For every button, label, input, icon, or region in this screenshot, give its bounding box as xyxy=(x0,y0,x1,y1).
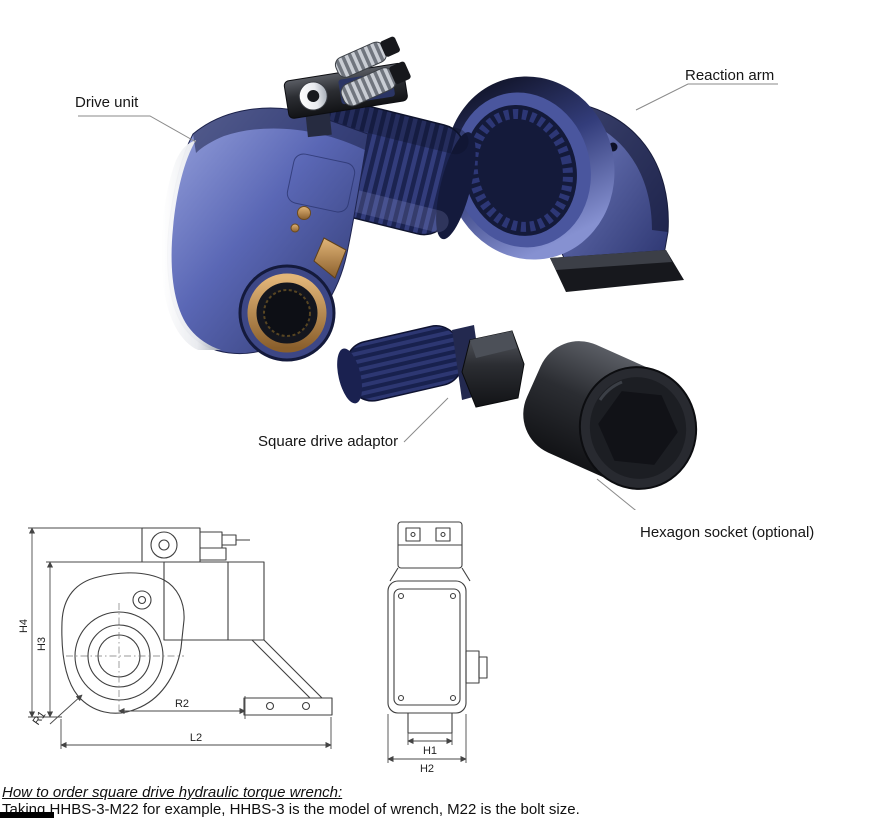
dim-label-l2: L2 xyxy=(190,732,202,744)
exploded-view xyxy=(78,36,778,510)
hexagon-socket-leader xyxy=(596,478,637,510)
front-view-outline xyxy=(387,521,488,734)
side-view-outline xyxy=(61,527,333,716)
brass-pawl xyxy=(313,237,347,279)
pivot-circle xyxy=(132,590,152,610)
drive-unit-leader xyxy=(78,115,197,143)
coupler-assembly xyxy=(141,527,250,563)
reaction-arm xyxy=(445,76,684,292)
square-drive-adaptor xyxy=(337,325,525,408)
drive-unit-side-plate xyxy=(161,140,221,350)
h2-extension-lines xyxy=(387,714,467,763)
drive-bore-splines xyxy=(263,289,311,337)
reaction-arm-foot-top xyxy=(550,250,672,270)
reaction-arm-label: Reaction arm xyxy=(685,67,775,84)
square-drive-adaptor-label: Square drive adaptor xyxy=(258,433,399,450)
callout-leader-lines xyxy=(78,83,778,510)
adaptor-leader xyxy=(403,397,449,443)
dim-label-h2: H2 xyxy=(420,763,434,775)
cropped-table-corner xyxy=(0,812,54,818)
hexagon-socket xyxy=(523,341,698,490)
socket-highlight xyxy=(598,380,623,401)
h4-extension-lines xyxy=(28,527,142,718)
dim-label-h4: H4 xyxy=(18,619,30,633)
dim-label-h1: H1 xyxy=(423,745,437,757)
side-view-dimensions: H4 H3 R1 R2 L2 xyxy=(18,527,332,749)
brass-screw-small xyxy=(290,223,300,233)
order-note-body: Taking HHBS-3-M22 for example, HHBS-3 is… xyxy=(2,801,580,818)
center-lines xyxy=(66,603,184,713)
hexagon-socket-label: Hexagon socket (optional) xyxy=(640,524,815,541)
dim-label-r2: R2 xyxy=(175,698,189,710)
drive-unit-panel xyxy=(286,153,356,213)
front-drive-shaft xyxy=(407,712,453,734)
drive-unit-label: Drive unit xyxy=(75,94,139,111)
collar-splines xyxy=(467,108,573,232)
front-side-knob xyxy=(465,650,480,684)
side-view-drawing: H4 H3 R1 R2 L2 xyxy=(18,527,333,749)
reaction-arm-leader xyxy=(635,83,778,111)
adaptor-square-head-facet xyxy=(470,331,517,358)
hose-coupler-lower xyxy=(340,61,411,107)
dim-label-r1: R1 xyxy=(31,709,49,727)
order-note-heading: How to order square drive hydraulic torq… xyxy=(2,784,343,801)
socket-hex-bore xyxy=(598,391,678,465)
brace-and-foot xyxy=(243,639,333,716)
h1-extension-lines xyxy=(407,733,453,745)
r1-leader-line xyxy=(49,694,83,725)
brass-screw-large xyxy=(297,206,311,220)
drive-unit xyxy=(161,36,476,362)
front-body xyxy=(387,580,467,714)
adaptor-end-cap xyxy=(337,348,363,404)
front-view-dimensions: H1 H2 xyxy=(387,714,467,775)
hose-coupler-upper xyxy=(334,36,400,78)
dim-label-h3: H3 xyxy=(36,637,48,651)
reaction-arm-collar xyxy=(445,76,615,260)
front-view-drawing: H1 H2 xyxy=(387,521,488,775)
